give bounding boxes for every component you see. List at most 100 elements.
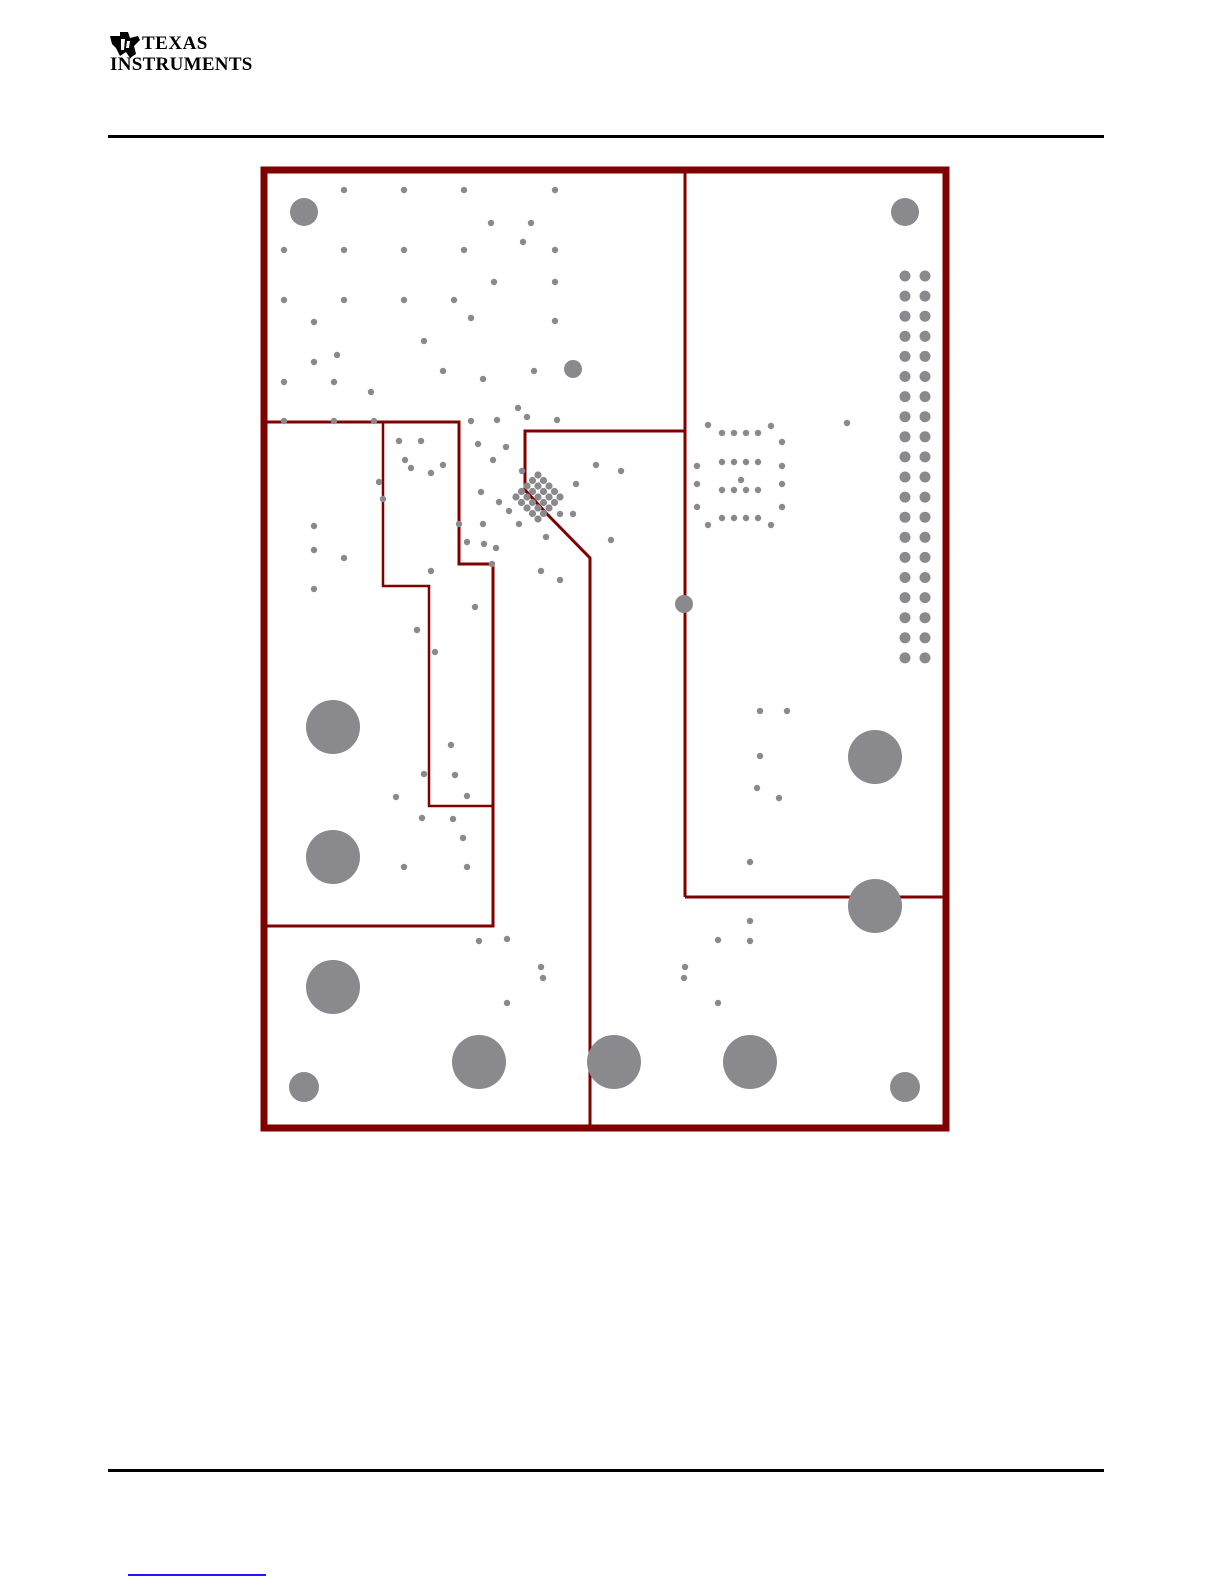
bga-pad	[518, 499, 525, 506]
via	[341, 555, 347, 561]
via	[784, 708, 790, 714]
via	[311, 359, 317, 365]
bga-pad	[540, 488, 547, 495]
via	[489, 561, 495, 567]
mounting-hole	[452, 1035, 506, 1089]
connector-pin	[900, 632, 911, 643]
trace-center	[525, 431, 685, 1128]
mounting-hole	[306, 700, 360, 754]
via	[396, 438, 402, 444]
via	[421, 771, 427, 777]
via	[557, 577, 563, 583]
via	[480, 376, 486, 382]
via	[573, 481, 579, 487]
via	[776, 795, 782, 801]
via	[705, 422, 711, 428]
mounting-hole	[289, 1072, 319, 1102]
bga-pad	[518, 488, 525, 495]
connector-pin	[900, 572, 911, 583]
via	[754, 785, 760, 791]
connector-pin	[900, 592, 911, 603]
via	[743, 515, 749, 521]
via	[779, 504, 785, 510]
via	[419, 815, 425, 821]
via	[528, 220, 534, 226]
connector-pin	[920, 371, 931, 382]
connector-pin	[900, 391, 911, 402]
via	[506, 508, 512, 514]
connector-pin	[920, 532, 931, 543]
via	[460, 835, 466, 841]
via	[401, 864, 407, 870]
via	[461, 247, 467, 253]
via	[281, 297, 287, 303]
bga-pad	[534, 515, 541, 522]
connector-pin	[920, 311, 931, 322]
bga-pad	[545, 493, 552, 500]
connector-pin	[920, 271, 931, 282]
via	[488, 220, 494, 226]
via	[468, 315, 474, 321]
mounting-hole	[290, 198, 318, 226]
connector-pin	[900, 351, 911, 362]
bga-pad	[545, 482, 552, 489]
bga-pad	[551, 499, 558, 506]
connector-pin	[920, 652, 931, 663]
mounting-hole	[891, 198, 919, 226]
via	[779, 481, 785, 487]
bga-pad	[529, 488, 536, 495]
connector-pin	[900, 612, 911, 623]
via	[552, 187, 558, 193]
via	[393, 794, 399, 800]
via	[468, 418, 474, 424]
via	[757, 708, 763, 714]
connector-pin	[920, 431, 931, 442]
via	[311, 523, 317, 529]
via	[504, 936, 510, 942]
via	[538, 568, 544, 574]
bga-pad	[540, 477, 547, 484]
bga-pad	[534, 493, 541, 500]
via	[401, 247, 407, 253]
footer-link-underline[interactable]	[128, 1574, 266, 1576]
connector-pin	[900, 291, 911, 302]
via	[844, 420, 850, 426]
mounting-hole	[306, 830, 360, 884]
via	[341, 247, 347, 253]
connector-pin	[900, 552, 911, 563]
via	[331, 379, 337, 385]
connector-pin	[920, 492, 931, 503]
via	[755, 515, 761, 521]
via	[524, 414, 530, 420]
footer-rule	[108, 1469, 1104, 1472]
via	[480, 521, 486, 527]
logo-word-instruments: INSTRUMENTS	[110, 55, 253, 74]
via	[491, 279, 497, 285]
via	[461, 187, 467, 193]
bga-pad	[534, 471, 541, 478]
via	[421, 338, 427, 344]
connector-pin	[920, 572, 931, 583]
via	[757, 753, 763, 759]
bga-pad	[529, 477, 536, 484]
via	[747, 859, 753, 865]
connector-pin	[900, 331, 911, 342]
via	[341, 187, 347, 193]
via	[464, 864, 470, 870]
via	[779, 439, 785, 445]
via	[451, 297, 457, 303]
connector-pin	[920, 512, 931, 523]
mounting-hole	[564, 360, 582, 378]
connector-pin	[920, 391, 931, 402]
via	[570, 511, 576, 517]
connector-pin	[900, 371, 911, 382]
bga-pad	[540, 499, 547, 506]
via	[768, 522, 774, 528]
connector-pin	[900, 431, 911, 442]
via	[311, 586, 317, 592]
connector-pin	[900, 532, 911, 543]
via	[731, 515, 737, 521]
connector-pin	[920, 291, 931, 302]
trace-left-region	[264, 422, 493, 926]
via	[503, 444, 509, 450]
